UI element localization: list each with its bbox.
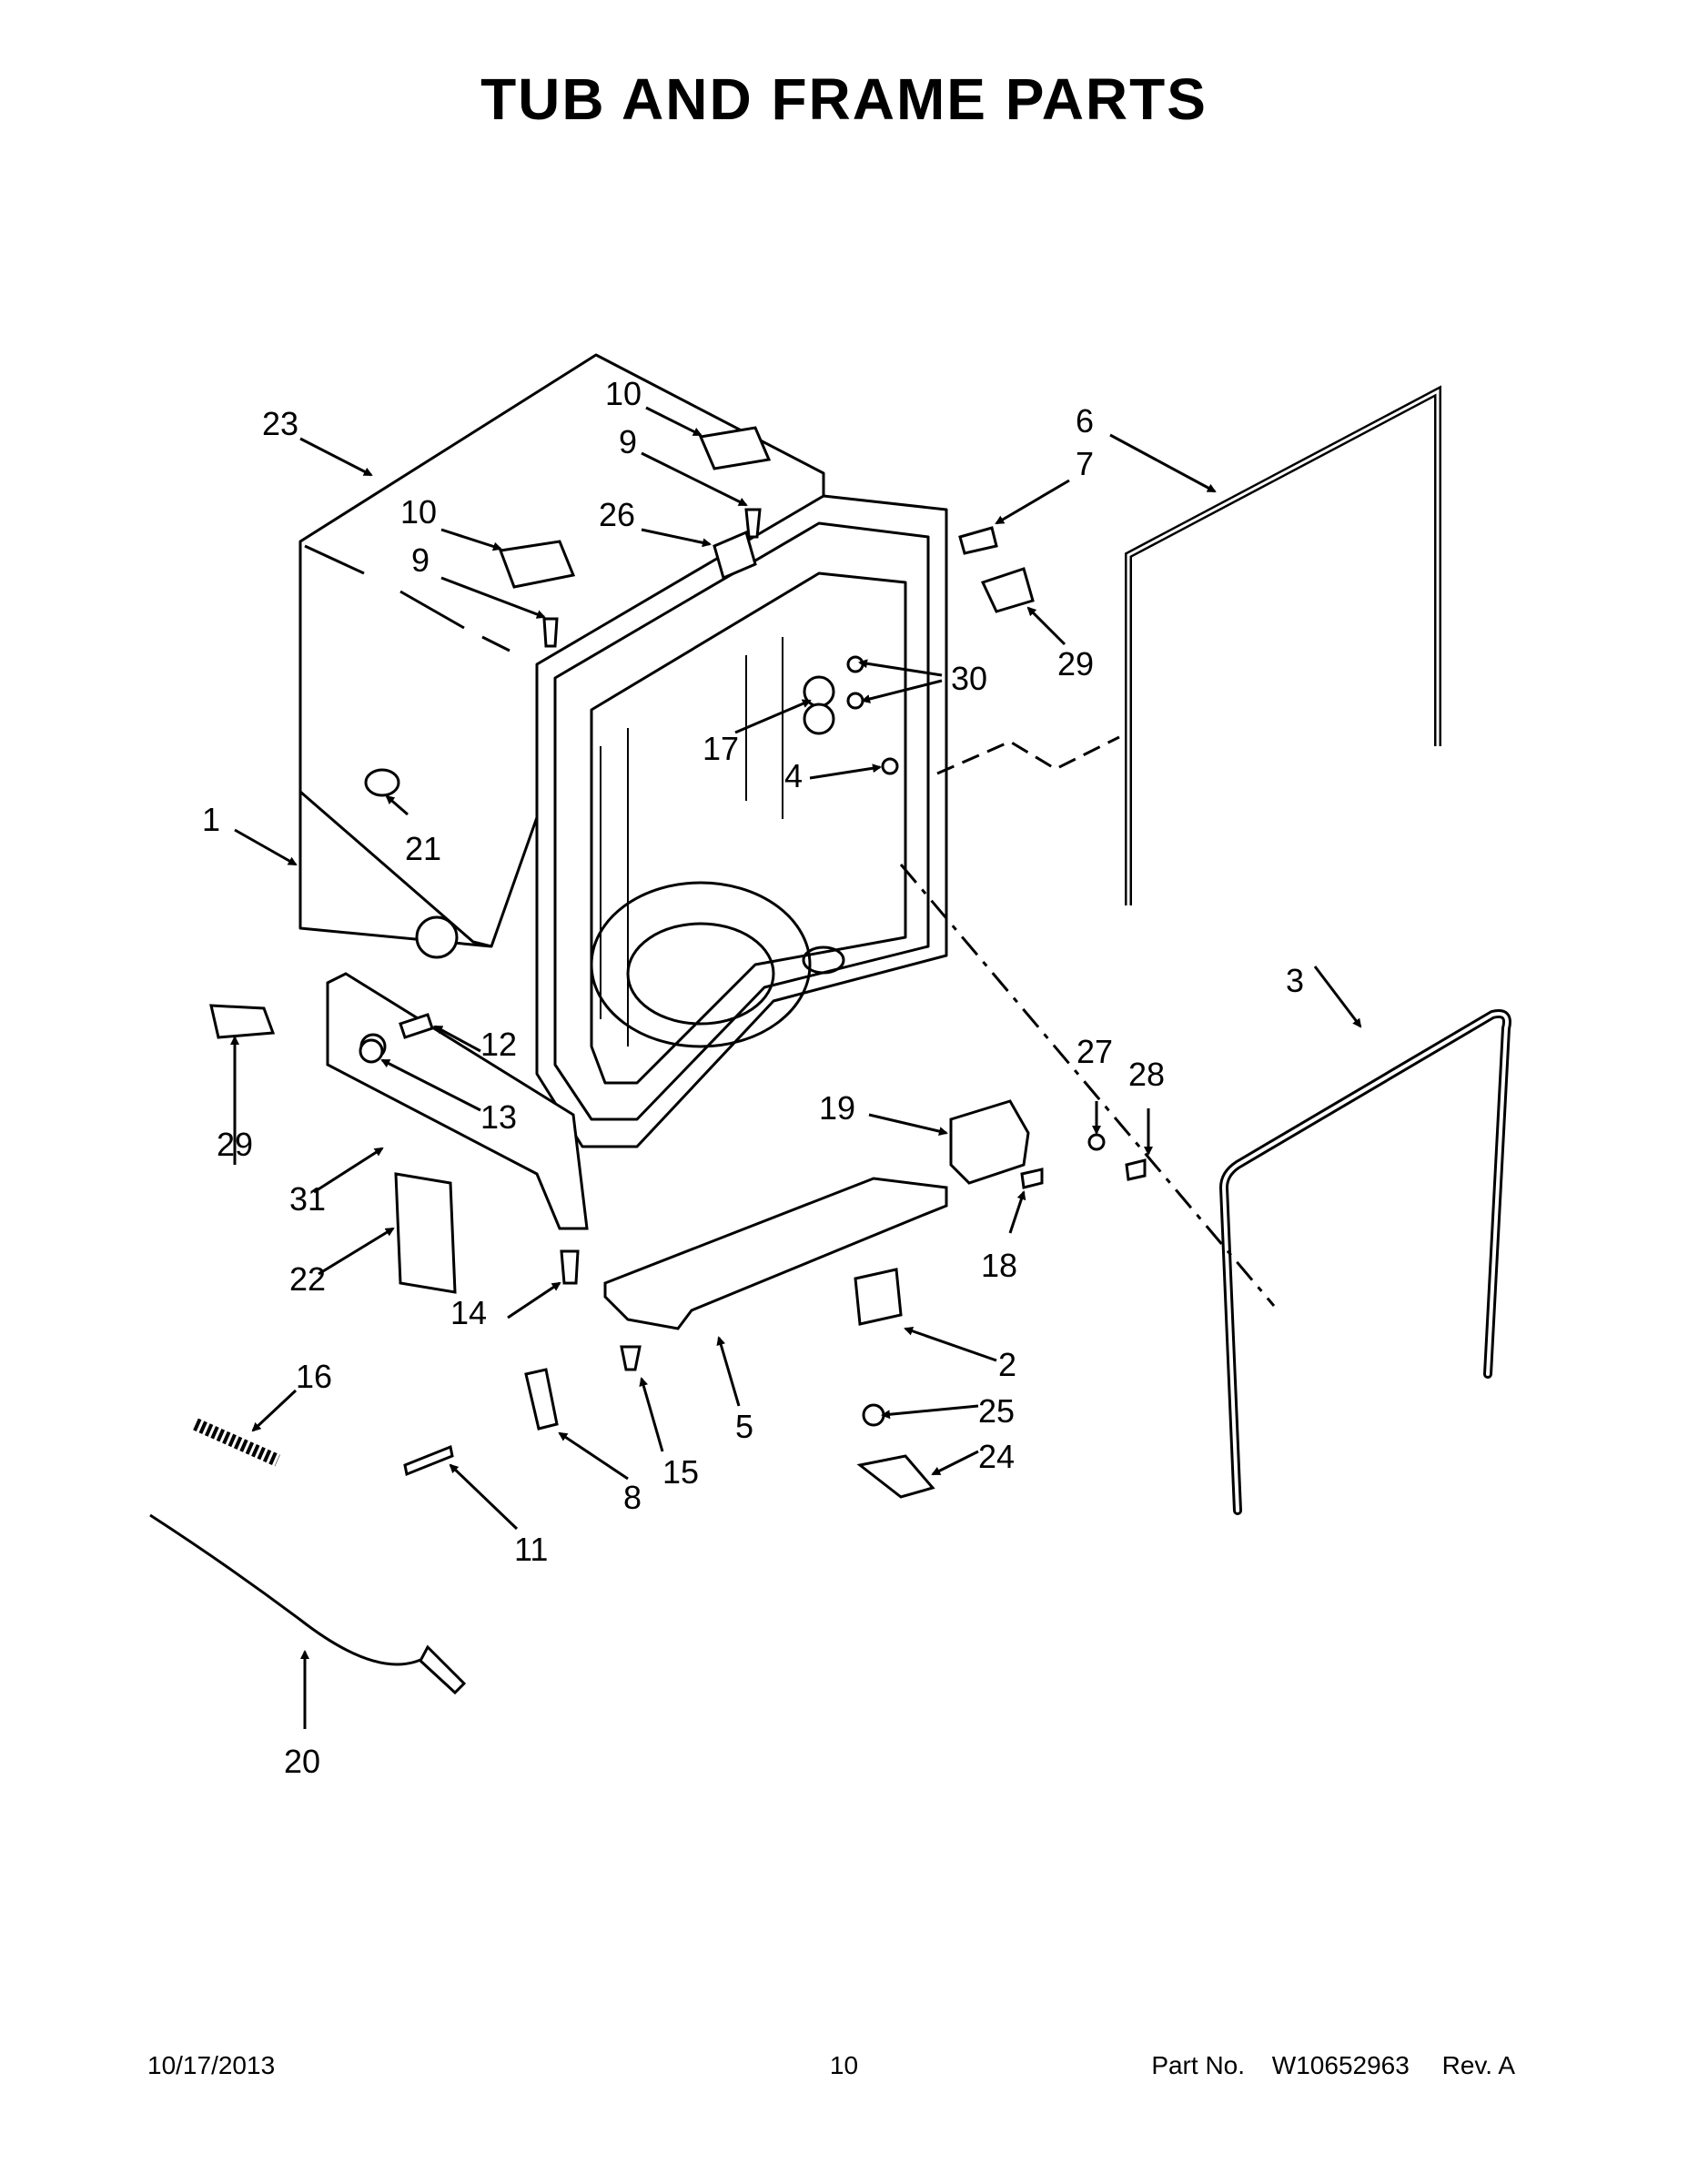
callout-9b: 9: [411, 541, 430, 579]
callout-7: 7: [1076, 445, 1094, 482]
part-label: Part No.: [1151, 2051, 1246, 2079]
callout-29b: 29: [217, 1126, 253, 1163]
callout-31: 31: [289, 1180, 326, 1218]
tub-assembly: [298, 353, 948, 1148]
callout-20: 20: [284, 1743, 320, 1780]
footer-date: 10/17/2013: [147, 2051, 276, 2079]
callout-21: 21: [405, 830, 441, 867]
part-number: W10652963: [1271, 2051, 1410, 2079]
callout-28: 28: [1128, 1056, 1165, 1093]
callout-23: 23: [262, 405, 298, 442]
callout-22: 22: [289, 1260, 326, 1298]
callout-labels: 1 2 3 4 5 6 7 8 9 9 10 10 11 12 13 14 15…: [202, 375, 1304, 1780]
callout-1: 1: [202, 801, 220, 838]
callout-3: 3: [1286, 962, 1304, 999]
footer-page-number: 10: [829, 2051, 859, 2079]
callout-13: 13: [480, 1098, 517, 1136]
callout-27: 27: [1076, 1033, 1113, 1070]
callout-11: 11: [514, 1531, 548, 1568]
callout-19: 19: [819, 1089, 855, 1127]
callout-26: 26: [599, 496, 635, 533]
callout-10b: 10: [400, 493, 437, 531]
callout-15: 15: [662, 1453, 699, 1491]
callout-29a: 29: [1057, 645, 1094, 682]
small-parts: [149, 426, 1147, 1695]
footer-part-info: Part No. W10652963 Rev. A: [1131, 2051, 1515, 2080]
callout-14: 14: [450, 1294, 487, 1331]
callout-8: 8: [623, 1479, 642, 1516]
callout-17: 17: [702, 730, 739, 767]
callout-5: 5: [735, 1408, 753, 1445]
callout-4: 4: [784, 757, 803, 794]
leader-lines: [230, 406, 1362, 1729]
callout-18: 18: [981, 1247, 1017, 1284]
callout-2: 2: [998, 1346, 1016, 1383]
page-title: TUB AND FRAME PARTS: [480, 66, 1208, 132]
callout-24: 24: [978, 1438, 1015, 1475]
callout-6: 6: [1076, 402, 1094, 440]
callout-16: 16: [296, 1358, 332, 1395]
callout-12: 12: [480, 1026, 517, 1063]
callout-9a: 9: [619, 423, 637, 460]
callout-10a: 10: [605, 375, 642, 412]
callout-30: 30: [951, 660, 987, 697]
callout-25: 25: [978, 1392, 1015, 1430]
revision: Rev. A: [1441, 2051, 1515, 2079]
